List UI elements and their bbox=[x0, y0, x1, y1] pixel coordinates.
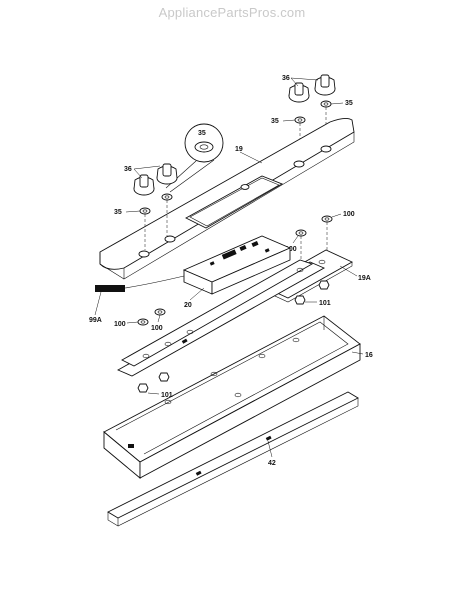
label-101-right: 101 bbox=[319, 300, 331, 307]
clip-100-mid bbox=[295, 229, 307, 237]
channel-16 bbox=[103, 315, 361, 479]
label-19A: 19A bbox=[358, 275, 371, 282]
label-35-top-right: 35 bbox=[345, 100, 353, 107]
knob-36-top-left bbox=[288, 82, 310, 103]
clip-35-top-right bbox=[320, 100, 332, 108]
label-35-detail: 35 bbox=[198, 130, 206, 137]
detail-circle-35: 35 bbox=[184, 123, 224, 163]
label-100-left-a: 100 bbox=[114, 321, 126, 328]
nut-101-right-a bbox=[294, 295, 306, 305]
ribbon-cable-99A bbox=[95, 275, 185, 292]
control-keypad bbox=[209, 240, 270, 266]
label-16: 16 bbox=[365, 352, 373, 359]
label-100-mid: 100 bbox=[285, 246, 297, 253]
clip-100-left-b bbox=[154, 308, 166, 316]
label-36-top: 36 bbox=[282, 75, 290, 82]
label-20: 20 bbox=[184, 302, 192, 309]
label-35-top-left: 35 bbox=[271, 118, 279, 125]
trim-strip-42 bbox=[107, 391, 359, 527]
control-panel-19 bbox=[99, 117, 355, 280]
watermark: AppliancePartsPros.com bbox=[158, 5, 306, 20]
label-36-left: 36 bbox=[124, 166, 132, 173]
clip-35-left-a bbox=[139, 207, 151, 215]
nut-101-left-a bbox=[137, 383, 149, 393]
label-42: 42 bbox=[268, 460, 276, 467]
label-35-left: 35 bbox=[114, 209, 122, 216]
clip-35-top-left bbox=[294, 116, 306, 124]
mounting-bracket bbox=[116, 259, 326, 377]
knob-36-left-b bbox=[156, 163, 178, 185]
label-101-left: 101 bbox=[161, 392, 173, 399]
knob-36-left-a bbox=[133, 174, 155, 196]
label-19: 19 bbox=[235, 146, 243, 153]
nut-101-right-b bbox=[318, 280, 330, 290]
label-100-left-b: 100 bbox=[151, 325, 163, 332]
label-100-right: 100 bbox=[343, 211, 355, 218]
clip-35-left-b bbox=[161, 193, 173, 201]
knob-36-top-right bbox=[314, 74, 336, 96]
clip-100-left-a bbox=[137, 318, 149, 326]
electronic-control-20 bbox=[182, 235, 292, 295]
clip-100-right bbox=[321, 215, 333, 223]
nut-101-left-b bbox=[158, 372, 170, 382]
label-99A: 99A bbox=[89, 317, 102, 324]
